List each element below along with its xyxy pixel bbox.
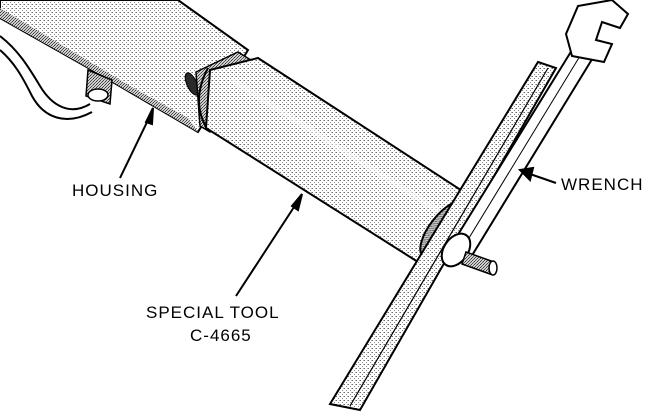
leader-wrench: [517, 166, 557, 184]
wrench-label: WRENCH: [561, 175, 644, 194]
leader-special-tool: [235, 193, 303, 297]
tube-fitting: [85, 68, 113, 106]
special-tool-label: SPECIAL TOOL: [146, 303, 280, 322]
housing-label: HOUSING: [72, 181, 159, 200]
leader-housing: [119, 107, 154, 179]
hydraulic-line: [0, 35, 93, 120]
wrench: [440, 0, 630, 268]
housing: [0, 0, 250, 134]
special-tool-number: C-4665: [190, 326, 252, 345]
tool-crossbar: [328, 60, 558, 412]
adjuster-stud: [461, 251, 498, 276]
